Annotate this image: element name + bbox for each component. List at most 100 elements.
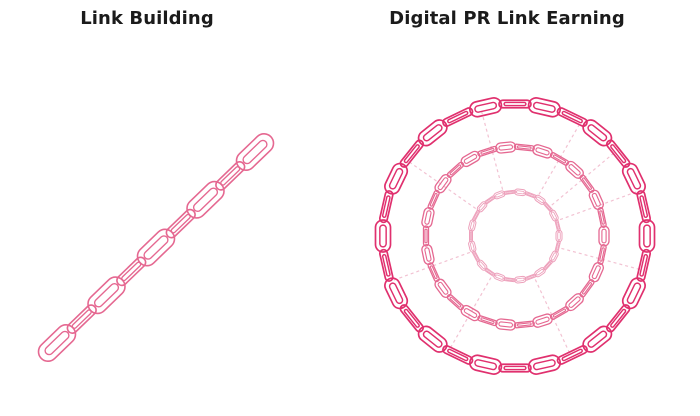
chain-link [468, 97, 503, 118]
chain-link [579, 174, 595, 193]
chain-link [549, 306, 570, 320]
chain-link [597, 244, 607, 265]
chain-link [534, 194, 546, 205]
chain-link [524, 273, 537, 281]
chain-link [495, 141, 517, 154]
chain-link [434, 173, 452, 194]
chain-link [468, 354, 503, 375]
connector-line [390, 251, 471, 282]
chain-link [554, 219, 561, 232]
chain-link [503, 277, 516, 283]
chain-link [384, 277, 409, 310]
chain-link [495, 318, 517, 331]
chain-link [421, 243, 435, 266]
chain-link [549, 250, 559, 263]
outer-chain-ring [374, 97, 656, 375]
chain-link [417, 119, 448, 147]
digital-pr-link-earning-title: Digital PR Link Earning [389, 8, 625, 29]
chain-link [543, 259, 553, 271]
chain-link [503, 189, 516, 195]
chain-link [532, 313, 553, 328]
chain-link [582, 325, 613, 353]
chain-link [235, 133, 275, 171]
chain-link [484, 267, 496, 277]
chain-link [460, 150, 481, 168]
chain-link [468, 219, 477, 232]
chain-link [427, 189, 440, 210]
chain-link [421, 206, 435, 229]
chain-link [556, 345, 588, 365]
connector-line [559, 190, 640, 221]
chain-link [543, 201, 553, 213]
connector-line [538, 121, 582, 195]
chain-link [556, 107, 588, 127]
chain-link [498, 99, 532, 109]
single-chain-icon [37, 133, 275, 362]
chain-link [66, 304, 97, 334]
chain-link [565, 293, 584, 312]
chain-link [442, 345, 474, 365]
chain-link [605, 139, 631, 168]
chain-link [527, 354, 562, 375]
chain-link [582, 119, 613, 147]
chain-link [498, 363, 532, 373]
chain-link [476, 259, 488, 271]
chain-link [442, 107, 474, 127]
chain-link [549, 152, 570, 166]
chain-link [513, 320, 535, 329]
chain-link [374, 219, 392, 253]
ring-connectors [390, 108, 643, 356]
chain-link [534, 267, 546, 278]
chain-link [638, 219, 656, 253]
chain-link [484, 195, 496, 205]
link-building-title: Link Building [80, 8, 214, 29]
chain-link [524, 191, 537, 199]
chain-link [422, 225, 430, 247]
chain-link [636, 248, 652, 282]
chain-link [472, 209, 481, 222]
chain-link [554, 240, 561, 253]
chain-link [427, 262, 440, 283]
chain-link [493, 272, 506, 282]
chain-link [472, 250, 481, 263]
chain-link [588, 189, 604, 211]
chain-link [469, 229, 473, 243]
chain-link [446, 161, 465, 179]
connector-line [448, 277, 492, 351]
connector-line [534, 279, 572, 356]
chain-link [532, 144, 553, 159]
chain-link [588, 261, 604, 283]
chain-link [605, 304, 631, 333]
chain-link [165, 208, 196, 239]
chain-link [527, 97, 562, 118]
chain-link [116, 256, 147, 287]
chain-link [417, 325, 448, 353]
chain-link [476, 201, 488, 213]
chain-link [399, 304, 425, 333]
chain-link [514, 275, 527, 284]
chain-link [621, 162, 646, 195]
chain-link [555, 229, 563, 243]
chain-link [477, 315, 498, 327]
connector-line [551, 150, 617, 206]
chain-link [636, 190, 652, 224]
middle-chain-ring [421, 141, 610, 331]
chain-link [434, 278, 452, 299]
chain-link [597, 207, 607, 228]
chain-link [378, 190, 394, 224]
chain-link [460, 304, 481, 322]
chain-link [598, 225, 610, 247]
chain-link [378, 248, 394, 282]
chain-link [514, 188, 527, 197]
inner-chain-ring [468, 188, 563, 284]
chain-link [399, 139, 425, 168]
chain-link [468, 240, 477, 253]
connector-line [406, 159, 477, 209]
chain-link [621, 277, 646, 310]
chain-link [579, 279, 595, 298]
chain-link [565, 160, 584, 179]
chain-link [493, 190, 506, 200]
chain-link [513, 143, 535, 152]
chain-link [384, 162, 409, 195]
